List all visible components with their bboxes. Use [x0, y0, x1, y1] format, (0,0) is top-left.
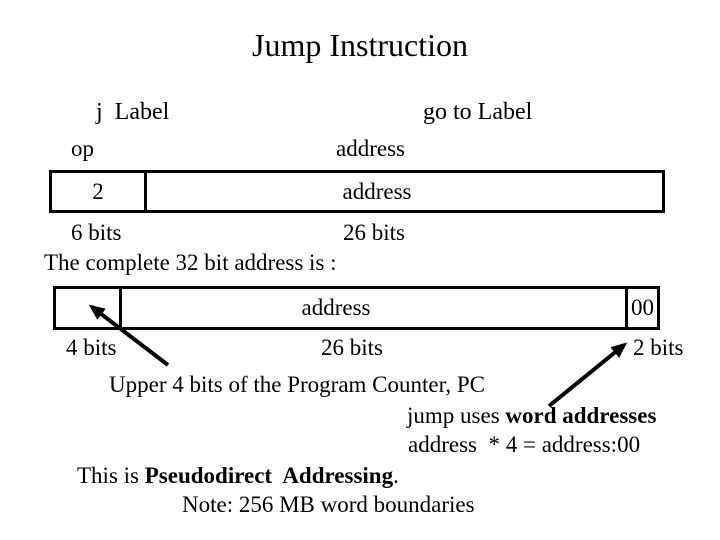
- op-field-label: op: [71, 136, 94, 161]
- this-is-suffix: .: [393, 463, 399, 488]
- asm-instruction: j Label: [96, 99, 170, 125]
- pseudodirect-bold: Pseudodirect Addressing: [144, 463, 394, 488]
- address-bits-label: 26 bits: [343, 220, 405, 245]
- note-annotation: Note: 256 MB word boundaries: [182, 492, 475, 517]
- upper-bits-annotation: Upper 4 bits of the Program Counter, PC: [109, 372, 485, 397]
- opcode-value-cell: 2: [92, 178, 104, 204]
- address-value-cell: address: [301, 295, 371, 320]
- slide-title: Jump Instruction: [252, 27, 468, 63]
- this-is-prefix: This is: [77, 463, 145, 488]
- address-field-label: address: [336, 136, 405, 161]
- zero-bits-label: 2 bits: [633, 335, 684, 360]
- field-divider: [625, 289, 628, 327]
- jump-uses-bold: word addresses: [505, 403, 657, 428]
- complete-address-format-box: address 00: [53, 286, 660, 330]
- jump-uses-prefix: jump uses: [407, 403, 506, 428]
- address-bits-label: 26 bits: [321, 335, 383, 360]
- pc-bits-label: 4 bits: [66, 335, 117, 360]
- address-calc-annotation: address * 4 = address:00: [408, 432, 641, 457]
- instruction-meaning: go to Label: [423, 99, 533, 125]
- jump-uses-annotation: jump uses word addresses: [407, 403, 656, 429]
- pseudodirect-annotation: This is Pseudodirect Addressing.: [77, 463, 399, 489]
- address-value-cell: address: [342, 178, 412, 204]
- zeros-value-cell: 00: [631, 295, 654, 320]
- jump-instruction-format-box: 2 address: [49, 170, 665, 213]
- two-zero-bits-arrow: [547, 342, 628, 408]
- op-bits-label: 6 bits: [71, 220, 122, 245]
- field-divider: [119, 289, 122, 327]
- complete-address-text: The complete 32 bit address is :: [44, 250, 337, 275]
- field-divider: [144, 173, 147, 210]
